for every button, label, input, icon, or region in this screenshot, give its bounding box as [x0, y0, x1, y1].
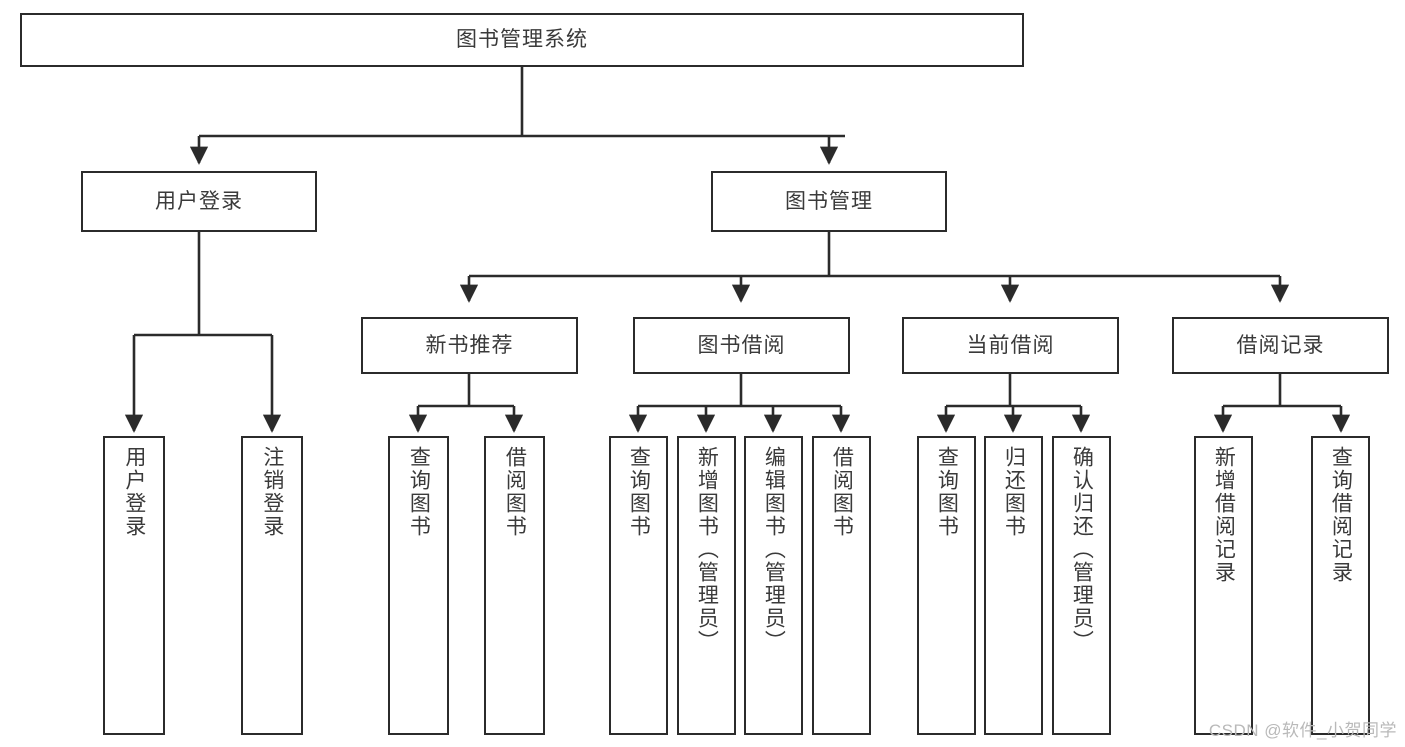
leaf-query-book-current[interactable]: 查询图书 — [917, 436, 976, 735]
node-label: 查询图书 — [627, 446, 651, 538]
leaf-query-book-recommend[interactable]: 查询图书 — [388, 436, 449, 735]
node-book-borrow[interactable]: 图书借阅 — [633, 317, 850, 374]
node-label: 新增图书（管理员） — [695, 446, 719, 653]
node-label: 图书管理 — [785, 189, 873, 213]
node-label: 用户登录 — [122, 446, 146, 538]
node-book-management[interactable]: 图书管理 — [711, 171, 947, 232]
leaf-logout[interactable]: 注销登录 — [241, 436, 303, 735]
node-borrow-record[interactable]: 借阅记录 — [1172, 317, 1389, 374]
leaf-return-book[interactable]: 归还图书 — [984, 436, 1043, 735]
leaf-query-book-borrow[interactable]: 查询图书 — [609, 436, 668, 735]
leaf-borrow-book-recommend[interactable]: 借阅图书 — [484, 436, 545, 735]
node-label: 借阅图书 — [830, 446, 854, 538]
node-label: 图书借阅 — [697, 333, 786, 357]
leaf-borrow-book[interactable]: 借阅图书 — [812, 436, 871, 735]
node-label: 用户登录 — [155, 189, 243, 213]
node-label: 借阅图书 — [503, 446, 527, 538]
node-label: 查询图书 — [935, 446, 959, 538]
node-current-borrow[interactable]: 当前借阅 — [902, 317, 1119, 374]
leaf-add-borrow-record[interactable]: 新增借阅记录 — [1194, 436, 1253, 735]
node-label: 注销登录 — [260, 446, 284, 538]
leaf-edit-book-admin[interactable]: 编辑图书（管理员） — [744, 436, 803, 735]
node-label: 查询图书 — [407, 446, 431, 538]
leaf-add-book-admin[interactable]: 新增图书（管理员） — [677, 436, 736, 735]
leaf-confirm-return-admin[interactable]: 确认归还（管理员） — [1052, 436, 1111, 735]
leaf-user-login[interactable]: 用户登录 — [103, 436, 165, 735]
node-label: 图书管理系统 — [456, 28, 588, 52]
node-label: 当前借阅 — [966, 333, 1055, 357]
node-label: 确认归还（管理员） — [1070, 446, 1094, 653]
node-new-book-recommend[interactable]: 新书推荐 — [361, 317, 578, 374]
node-label: 新增借阅记录 — [1212, 446, 1236, 584]
node-label: 借阅记录 — [1236, 333, 1325, 357]
node-label: 新书推荐 — [425, 333, 514, 357]
node-user-login[interactable]: 用户登录 — [81, 171, 317, 232]
node-label: 查询借阅记录 — [1329, 446, 1353, 584]
node-label: 归还图书 — [1002, 446, 1026, 538]
leaf-query-borrow-record[interactable]: 查询借阅记录 — [1311, 436, 1370, 735]
node-label: 编辑图书（管理员） — [762, 446, 786, 653]
node-root[interactable]: 图书管理系统 — [20, 13, 1024, 67]
